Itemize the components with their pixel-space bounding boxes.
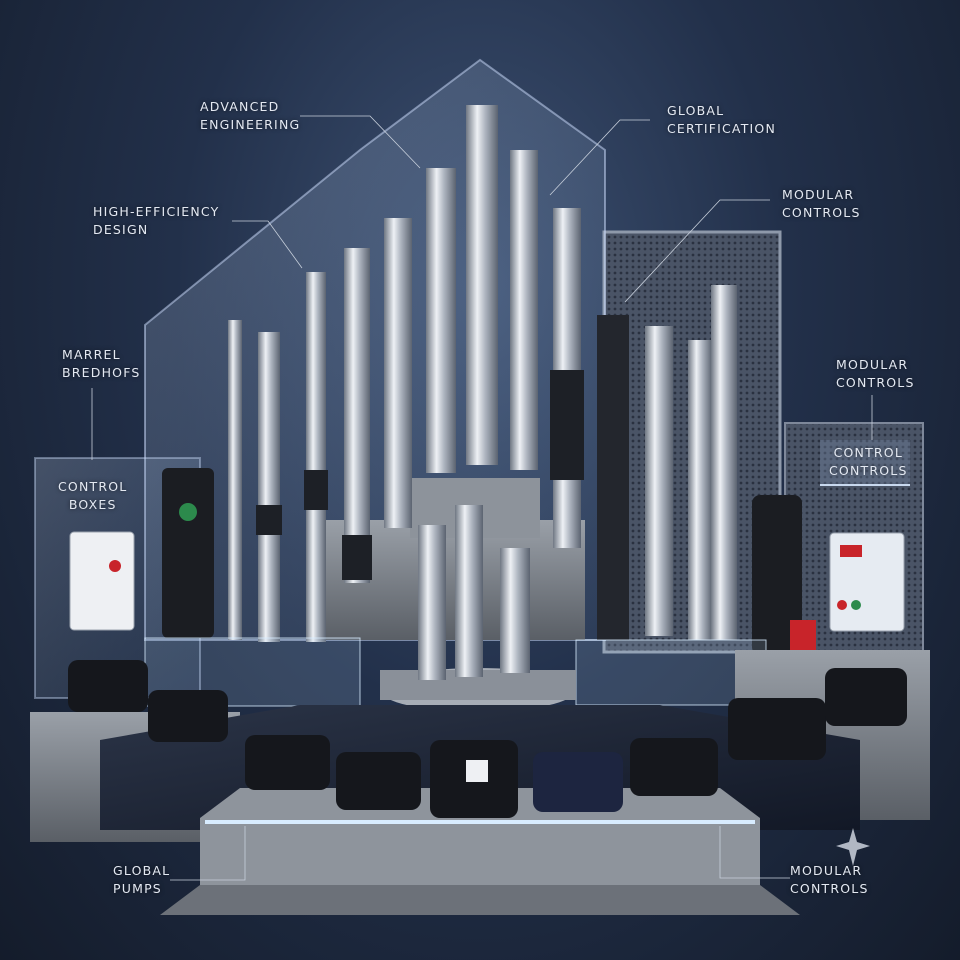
callout-modular-controls-top: MODULAR CONTROLS <box>782 187 861 220</box>
callout-control-controls: CONTROL CONTROLS <box>829 445 908 478</box>
control-box-left <box>69 531 135 631</box>
illuminated-stage <box>200 788 760 885</box>
control-box-right <box>829 532 905 632</box>
callout-modular-controls-bottom: MODULAR CONTROLS <box>790 863 869 896</box>
glass-cube-right <box>575 639 767 706</box>
sewage-pump <box>752 495 802 655</box>
sparkle-icon <box>836 828 870 866</box>
callout-marrel-bredhofs: MARREL BREDHOFS <box>62 347 141 380</box>
vertical-pump-black <box>162 468 214 638</box>
control-controls-panel <box>820 440 910 486</box>
callout-global-certification: GLOBAL CERTIFICATION <box>667 103 777 136</box>
callout-control-boxes: CONTROL BOXES <box>58 479 128 512</box>
callout-high-efficiency-design: HIGH-EFFICIENCY DESIGN <box>93 204 220 237</box>
callout-advanced-engineering: ADVANCED ENGINEERING <box>200 99 301 132</box>
surface-pump-row <box>68 660 907 818</box>
callout-global-pumps: GLOBAL PUMPS <box>113 863 171 896</box>
submersible-pump-group <box>228 105 737 642</box>
callout-modular-controls-right: MODULAR CONTROLS <box>836 357 915 390</box>
